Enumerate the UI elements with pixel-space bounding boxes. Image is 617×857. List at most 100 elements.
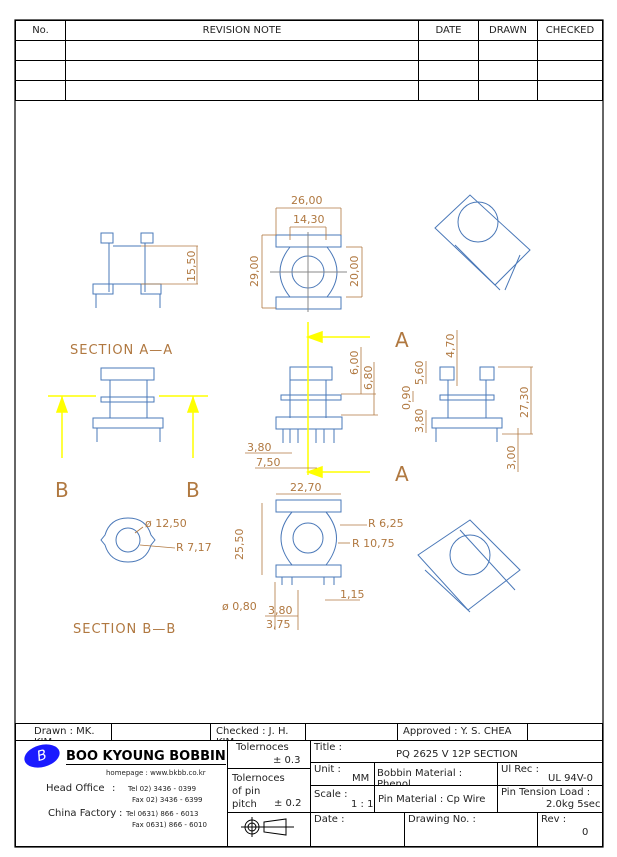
dim-label: 3,00 [505, 446, 518, 471]
drawing-no-cell: Drawing No. : [404, 812, 538, 847]
dim-label: 3,75 [266, 618, 291, 631]
dim-label: R 10,75 [352, 537, 395, 550]
date-cell: Date : [310, 812, 405, 847]
section-bb-view [100, 517, 156, 563]
drawn-by: Drawn : MK. KIM [15, 723, 112, 741]
dim-label: 7,50 [256, 456, 281, 469]
scale-value: 1 : 1 [351, 799, 374, 810]
dim-label: 14,30 [293, 213, 325, 226]
dim-front [245, 347, 378, 469]
dim-label: ø 0,80 [222, 600, 257, 613]
dim-label: 25,50 [233, 529, 246, 561]
head-office-tel: Tel 02) 3436 - 0399 [128, 785, 197, 793]
approved-by: Approved : Y. S. CHEA [397, 723, 528, 741]
china-factory-tel: Tel 0631) 866 - 6013 [126, 810, 199, 818]
pin-material: Pin Material : Cp Wire [374, 785, 498, 813]
dim-15-50 [141, 245, 198, 285]
dim-label: 22,70 [290, 481, 322, 494]
section-b-marker: B [186, 478, 200, 502]
dim-right [412, 330, 533, 472]
dim-label: R 6,25 [368, 517, 404, 530]
ul-rec-label: Ul Rec : [501, 764, 539, 775]
drawn-sign [111, 723, 211, 741]
dim-label: 4,70 [444, 334, 457, 359]
rev-col-drawn [478, 40, 538, 101]
approved-sign [527, 723, 603, 741]
dim-label: 29,00 [248, 256, 261, 288]
section-aa-view [92, 367, 164, 442]
section-aa-line [305, 322, 370, 479]
dim-label: 6,80 [362, 366, 375, 391]
dim-label: 27,30 [518, 387, 531, 419]
head-office-fax: Fax 02) 3436 - 6399 [132, 796, 203, 804]
rev-col-checked [537, 40, 603, 101]
unit-cell: Unit : MM [310, 762, 375, 786]
checked-by: Checked : J. H. KIM [210, 723, 306, 741]
unit-label: Unit : [314, 764, 341, 775]
dim-label: 1,15 [340, 588, 365, 601]
scale-cell: Scale : 1 : 1 [310, 785, 375, 813]
rev-header-date: DATE [418, 20, 479, 41]
china-factory-label: China Factory [48, 808, 117, 819]
dim-label: ø 12,50 [145, 517, 187, 530]
colon: : [112, 783, 116, 794]
projection-symbol-cell [227, 812, 311, 847]
dim-label: 5,60 [413, 361, 426, 386]
dim-label: 3,80 [268, 604, 293, 617]
checked-sign [305, 723, 398, 741]
third-angle-projection-icon [241, 817, 294, 837]
company-logo: B [21, 741, 63, 772]
dim-label: 3,80 [247, 441, 272, 454]
rev-header-no: No. [15, 20, 66, 41]
china-factory-fax: Fax 0631) 866 - 6010 [132, 821, 207, 829]
company-block: B BOO KYOUNG BOBBIN homepage : www.bkbb.… [15, 740, 228, 847]
side-view [92, 232, 162, 308]
company-name: BOO KYOUNG BOBBIN [66, 749, 226, 765]
dim-label: 15,50 [185, 251, 198, 283]
ul-rec-cell: Ul Rec : UL 94V-0 [497, 762, 603, 786]
rev-col-note [65, 40, 419, 101]
rev-label: Rev : [541, 814, 567, 825]
dim-bottom [261, 493, 367, 630]
isometric-view-bottom [417, 519, 521, 613]
rev-row-divider [15, 80, 603, 81]
pitch-tolerance-label: Tolernoces of pin pitch [232, 773, 285, 810]
rev-row-divider [15, 60, 603, 61]
dim-label: 20,00 [348, 256, 361, 288]
top-view [270, 232, 347, 312]
pin-tension-label: Pin Tension Load : [501, 787, 591, 798]
dim-bb [134, 526, 176, 549]
dim-label: 0,90 [400, 386, 413, 411]
colon: : [119, 808, 123, 819]
rev-header-note: REVISION NOTE [65, 20, 419, 41]
tolerance-label: Tolernoces [236, 742, 289, 753]
section-aa-label: SECTION A—A [70, 343, 173, 358]
pin-tension-cell: Pin Tension Load : 2.0kg 5sec [497, 785, 603, 813]
right-side-view [431, 366, 503, 442]
bobbin-material: Bobbin Material : Phenol [374, 762, 498, 786]
scale-label: Scale : [314, 789, 348, 800]
homepage: homepage : www.bkbb.co.kr [106, 769, 206, 777]
rev-header-checked: CHECKED [537, 20, 603, 41]
ul-rec-value: UL 94V-0 [548, 773, 594, 784]
title-cell: Title : PQ 2625 V 12P SECTION [310, 740, 603, 763]
drawing-title: PQ 2625 V 12P SECTION [396, 749, 518, 760]
unit-value: MM [352, 773, 370, 784]
title-label: Title : [314, 742, 342, 753]
section-a-marker: A [395, 462, 409, 486]
rev-col-date [418, 40, 479, 101]
section-bb-label: SECTION B—B [73, 622, 176, 637]
section-bb-line [48, 395, 208, 458]
dim-label: 6,00 [348, 351, 361, 376]
isometric-view-top [434, 194, 531, 291]
dim-top [261, 207, 363, 309]
dim-label: R 7,17 [176, 541, 212, 554]
dim-label: 26,00 [291, 194, 323, 207]
tolerance-value: ± 0.3 [273, 755, 301, 766]
bottom-view [275, 499, 342, 585]
front-view [275, 366, 343, 443]
rev-cell: Rev : 0 [537, 812, 603, 847]
pitch-tolerance-value: ± 0.2 [274, 798, 302, 809]
